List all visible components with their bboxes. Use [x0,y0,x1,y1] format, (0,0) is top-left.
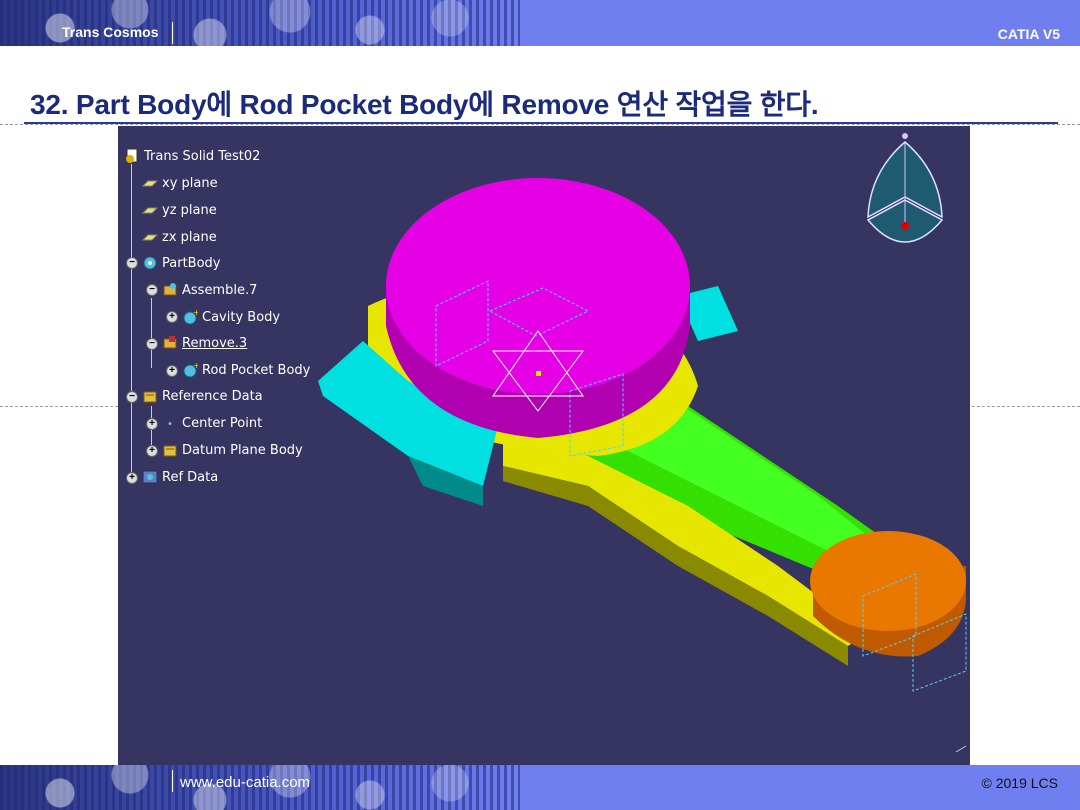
expand-cavity-toggle[interactable]: + [166,311,178,323]
body-gear-icon: + [182,362,198,378]
collapse-partbody-toggle[interactable]: − [126,257,138,269]
expand-datum-plane-toggle[interactable]: + [146,445,158,457]
product-label: CATIA V5 [997,26,1060,42]
point-icon: • [162,415,178,431]
tree-item-label: zx plane [162,229,217,245]
part-document-icon [124,148,140,164]
website-link[interactable]: www.edu-catia.com [180,774,311,791]
left-cyan-block-side [408,456,483,506]
piston-top [386,178,690,394]
title-underline [24,122,1058,124]
collapse-reference-toggle[interactable]: − [126,391,138,403]
mini-axis-mark [955,745,967,753]
svg-text:+: + [193,362,198,370]
brand-label: Trans Cosmos [62,24,159,40]
tree-item-label: Center Point [182,415,263,431]
partbody-gear-icon [142,255,158,271]
tree-item-label: Remove.3 [182,335,248,351]
connecting-rod-model[interactable] [118,126,970,766]
axis-triangle-down [492,350,584,412]
tree-item-zx-plane[interactable]: zx plane [142,226,217,248]
tree-item-label: Cavity Body [202,309,281,325]
expand-rod-pocket-toggle[interactable]: + [166,365,178,377]
center-point-marker [536,371,541,376]
collapse-assemble-toggle[interactable]: − [146,284,158,296]
body-gear-icon: + [182,309,198,325]
tree-item-reference-data[interactable]: Reference Data [142,385,263,407]
geometrical-set-icon [162,442,178,458]
copyright-label: © 2019 LCS [981,775,1058,791]
tree-item-partbody[interactable]: PartBody [142,252,220,274]
tree-item-cavity-body[interactable]: + Cavity Body [182,306,280,328]
remove-icon [162,335,178,351]
plane-icon [142,175,158,191]
tree-item-label: Rod Pocket Body [202,362,311,378]
tree-item-root[interactable]: Trans Solid Test02 [124,145,260,167]
expand-ref-data-toggle[interactable]: + [126,472,138,484]
collapse-remove-toggle[interactable]: − [146,338,158,350]
tree-item-ref-data[interactable]: Ref Data [142,466,218,488]
left-cyan-block [318,341,498,486]
slide-title: 32. Part Body에 Rod Pocket Body에 Remove 연… [30,89,819,120]
tree-item-label: Trans Solid Test02 [144,148,261,164]
tree-item-label: yz plane [162,202,217,218]
datum-plane-wire-3 [569,373,624,457]
rod-arm-yellow-side [503,431,878,646]
tree-item-label: Ref Data [162,469,219,485]
footer-bar [0,765,1080,810]
datum-plane-wire-4 [862,573,917,657]
axis-triangle-up [492,330,584,397]
tree-item-label: PartBody [162,255,221,271]
tree-item-xy-plane[interactable]: xy plane [142,172,218,194]
svg-text:•: • [167,419,173,430]
tree-item-label: Datum Plane Body [182,442,303,458]
geometrical-set-icon [142,388,158,404]
header-bar [0,0,1080,46]
rod-arm-top-face [598,396,868,556]
tree-item-rod-pocket-body[interactable]: + Rod Pocket Body [182,359,310,381]
tree-item-center-point[interactable]: • Center Point [162,412,262,434]
tree-item-remove[interactable]: Remove.3 [162,332,247,354]
assemble-icon [162,282,178,298]
tree-item-label: Reference Data [162,388,263,404]
tree-item-datum-plane-body[interactable]: Datum Plane Body [162,439,303,461]
rod-arm-shadow-side [503,466,848,666]
end-cap-top [810,531,966,631]
compass-icon[interactable] [860,132,950,252]
body-gear-icon [142,469,158,485]
specification-tree[interactable]: Trans Solid Test02 xy plane yz plane zx … [118,126,448,496]
tree-item-label: xy plane [162,175,218,191]
tree-line-root [131,164,132,476]
catia-3d-viewport[interactable]: Trans Solid Test02 xy plane yz plane zx … [118,126,970,766]
tree-item-yz-plane[interactable]: yz plane [142,199,217,221]
tree-line-partbody [151,298,152,368]
plane-icon [142,229,158,245]
footer-decoration [0,765,520,810]
header-divider [172,22,173,44]
footer-divider [172,770,173,792]
tree-item-label: Assemble.7 [182,282,258,298]
header-decoration [0,0,520,46]
datum-plane-wire-1 [435,280,489,367]
svg-text:+: + [193,309,198,317]
expand-center-point-toggle[interactable]: + [146,418,158,430]
guide-line-top [0,124,1080,125]
right-cyan-block [678,286,738,341]
tree-item-assemble[interactable]: Assemble.7 [162,279,257,301]
plane-icon [142,202,158,218]
